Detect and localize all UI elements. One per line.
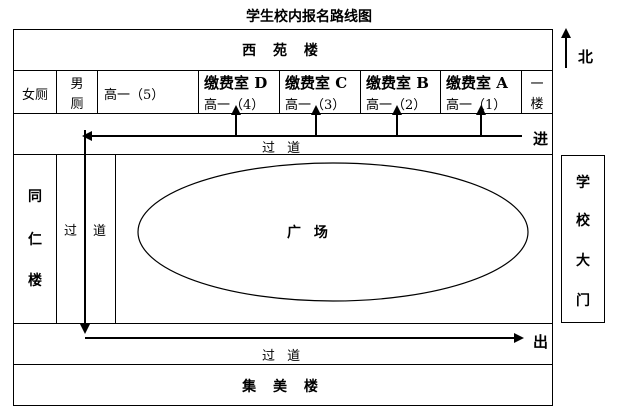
building-south-label: 集 美 楼 <box>242 379 324 395</box>
building-west-char-1: 同 <box>28 189 42 205</box>
school-gate-char-3: 大 <box>576 253 590 269</box>
corridor-top-label: 过 道 <box>262 141 305 156</box>
room-fee-b-label: 缴费室 B <box>366 74 429 92</box>
room-fee-c-label: 缴费室 C <box>285 74 348 92</box>
room-grade-5-label: 高一（5） <box>104 88 165 103</box>
room-floor-one-label-1: 一 <box>530 77 544 92</box>
exit-label: 出 <box>533 333 549 351</box>
room-floor-one-label-2: 楼 <box>530 97 544 112</box>
room-female-wc-label: 女厕 <box>21 88 48 103</box>
corridor-left-label-1: 过 <box>64 224 78 239</box>
corridor-left-label-2: 道 <box>93 224 107 239</box>
corridor-bottom-label: 过 道 <box>262 349 305 364</box>
school-gate-char-1: 学 <box>576 175 590 191</box>
enter-label: 进 <box>533 130 549 148</box>
room-male-wc-label-1: 男 <box>70 77 84 92</box>
room-male-wc-label-2: 厕 <box>70 97 84 112</box>
plaza-ellipse <box>137 162 529 302</box>
building-south <box>13 364 553 406</box>
building-west-char-2: 仁 <box>28 232 42 248</box>
school-gate-char-4: 门 <box>576 293 590 309</box>
school-gate <box>561 155 605 323</box>
north-label: 北 <box>578 48 594 66</box>
plaza-label: 广 场 <box>287 225 332 241</box>
building-west-char-3: 楼 <box>28 273 42 289</box>
diagram-title: 学生校内报名路线图 <box>246 9 372 25</box>
school-gate-char-2: 校 <box>576 213 590 229</box>
room-fee-d-label: 缴费室 D <box>204 74 268 92</box>
building-north-label: 西 苑 楼 <box>242 43 324 59</box>
room-fee-a-label: 缴费室 A <box>446 74 508 92</box>
